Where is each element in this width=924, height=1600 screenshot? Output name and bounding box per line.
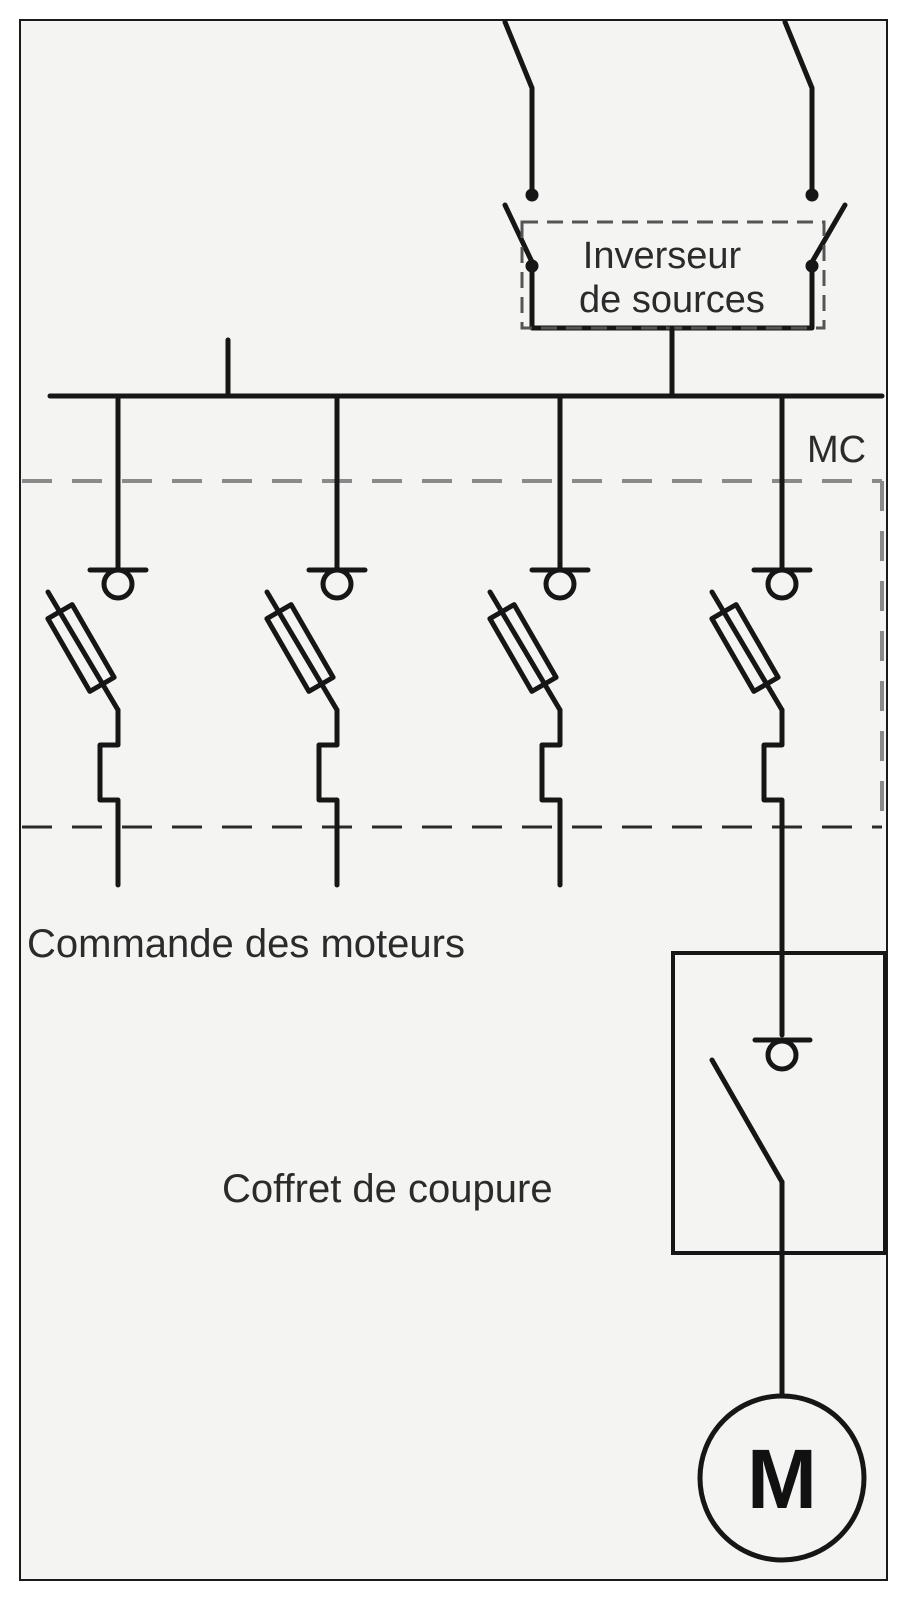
inverseur-label-line2: de sources <box>579 279 765 321</box>
feeder-tail <box>97 707 121 888</box>
feeder-tail <box>316 707 340 888</box>
motor-icon: M <box>697 1393 867 1563</box>
fuse-disconnector-icon <box>264 589 340 713</box>
feeder-2 <box>264 393 368 888</box>
mc-label: MC <box>807 429 866 471</box>
motor-label: M <box>747 1432 817 1526</box>
feeder-tail <box>539 707 563 888</box>
feeders-group <box>45 393 813 888</box>
inverseur-label-line1: Inverseur <box>583 235 742 277</box>
incoming-line-right <box>782 19 815 193</box>
feeder-3 <box>487 393 591 888</box>
isolator-contact-icon <box>751 567 813 601</box>
diagram-background <box>19 19 888 1581</box>
coffret-label: Coffret de coupure <box>222 1167 553 1211</box>
contact-terminal-left <box>525 188 539 202</box>
fuse-disconnector-icon <box>45 589 121 713</box>
feeder-4 <box>709 393 813 888</box>
contact-terminal-right <box>805 188 819 202</box>
feeder-1 <box>45 393 149 888</box>
fuse-disconnector-icon <box>487 589 563 713</box>
disconnect-switch-icon <box>709 1037 813 1185</box>
commande-label: Commande des moteurs <box>27 922 465 966</box>
isolator-contact-icon <box>306 567 368 601</box>
isolator-contact-icon <box>529 567 591 601</box>
feeder-tail <box>761 707 785 888</box>
isolator-contact-icon <box>87 567 149 601</box>
coffret-box <box>671 951 887 1255</box>
fuse-disconnector-icon <box>709 589 785 713</box>
incoming-line-left <box>502 19 535 193</box>
mc-dashed-enclosure <box>22 479 884 827</box>
